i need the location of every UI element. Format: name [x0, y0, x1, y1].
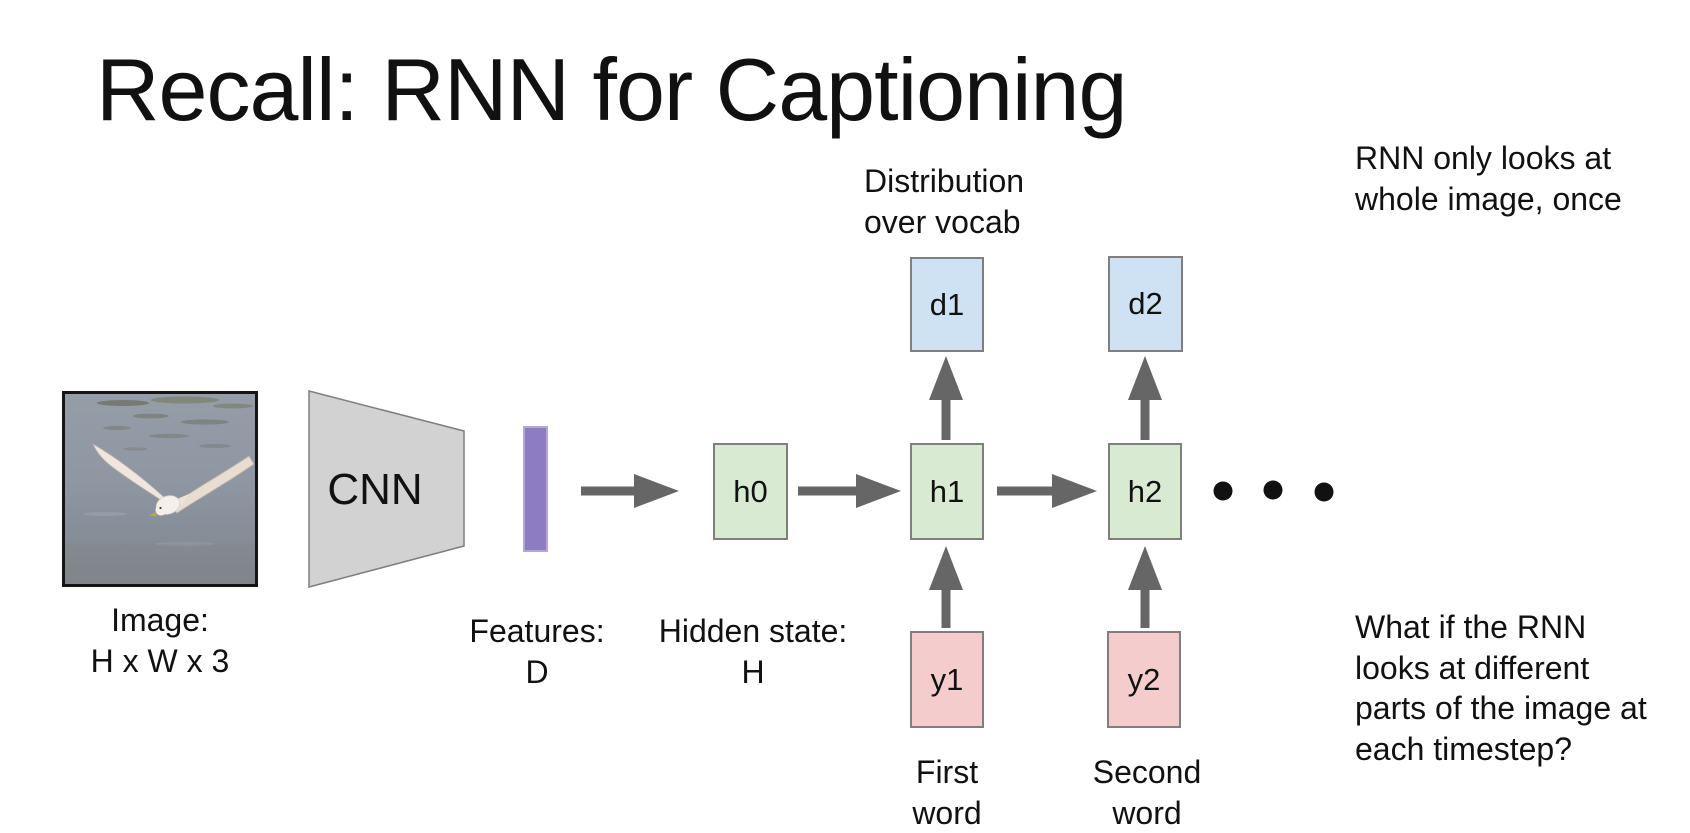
node-d2: d2: [1108, 256, 1183, 352]
arrowhead-features-h0: [634, 474, 679, 508]
seagull-photo: [65, 394, 255, 584]
arrowhead-h1-d1: [929, 356, 963, 400]
second-word-caption: Second word: [1092, 754, 1202, 831]
water-warm-band: [65, 544, 255, 584]
node-d1: d1: [910, 257, 984, 352]
node-h1: h1: [910, 443, 984, 540]
beak: [149, 512, 157, 517]
note-rnn-whole-image: RNN only looks at whole image, once: [1355, 140, 1622, 217]
hidden-state-caption: Hidden state: H: [658, 613, 848, 690]
note-attention-question: What if the RNN looks at different parts…: [1355, 609, 1647, 767]
ellipsis-dots: [1213, 480, 1334, 502]
node-h2: h2: [1108, 443, 1182, 540]
first-word-caption: First word: [912, 754, 982, 831]
ellipsis-dot: [1263, 480, 1283, 500]
ellipsis-dot: [1314, 482, 1334, 502]
eye: [159, 506, 162, 510]
node-h0: h0: [713, 443, 788, 540]
arrowhead-h0-h1: [856, 474, 901, 508]
node-y1: y1: [910, 631, 984, 728]
distribution-caption: Distribution over vocab: [864, 163, 1025, 240]
right-wing: [170, 455, 255, 514]
arrowhead-y2-h2: [1128, 546, 1162, 590]
slide-title: Recall: RNN for Captioning: [96, 40, 1127, 139]
arrows: [581, 356, 1162, 628]
arrowhead-y1-h1: [929, 546, 963, 590]
water-background: [65, 394, 255, 584]
image-caption: Image: H x W x 3: [90, 602, 230, 679]
input-image: [62, 391, 258, 587]
head: [155, 504, 167, 516]
cnn-label: CNN: [327, 465, 423, 514]
arrowhead-h1-h2: [1052, 474, 1097, 508]
features-bar: [523, 426, 548, 552]
seagull: [92, 443, 255, 517]
arrowhead-h2-d2: [1128, 356, 1162, 400]
ellipsis-dot: [1213, 481, 1233, 501]
node-y2: y2: [1107, 631, 1181, 728]
left-wing: [92, 443, 172, 508]
features-caption: Features: D: [469, 613, 605, 690]
water-ripples: [83, 396, 253, 547]
